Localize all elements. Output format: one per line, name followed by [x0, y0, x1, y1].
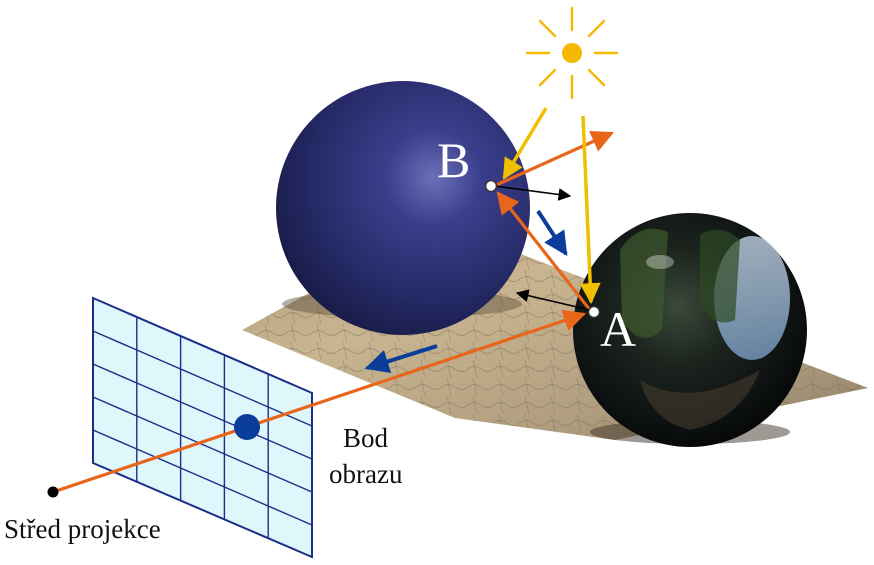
reflected-ray-a-to-b	[496, 191, 592, 311]
point-a-label: A	[600, 301, 636, 357]
sun-ray-to-a	[579, 115, 601, 305]
normal-at-b	[493, 185, 572, 201]
image-point-label-line1: Bod	[343, 423, 389, 453]
image-point-label-line2: obrazu	[329, 459, 403, 489]
point-b-marker	[484, 179, 498, 193]
sun-icon	[525, 6, 619, 100]
reflected-direction-arrow-a	[364, 344, 438, 373]
image-point	[234, 414, 260, 440]
normal-at-a	[515, 289, 591, 311]
projection-center-label: Střed projekce	[4, 514, 161, 544]
point-b-label: B	[437, 132, 470, 188]
reflected-direction-arrow-b	[536, 209, 568, 257]
point-a-marker	[587, 305, 601, 319]
sun-ray-to-b	[502, 107, 548, 180]
projection-center-point	[47, 486, 59, 498]
image-plane	[92, 296, 313, 559]
mirror-sphere	[573, 213, 807, 447]
diffuse-sphere	[276, 81, 530, 335]
primary-view-ray	[52, 309, 587, 494]
